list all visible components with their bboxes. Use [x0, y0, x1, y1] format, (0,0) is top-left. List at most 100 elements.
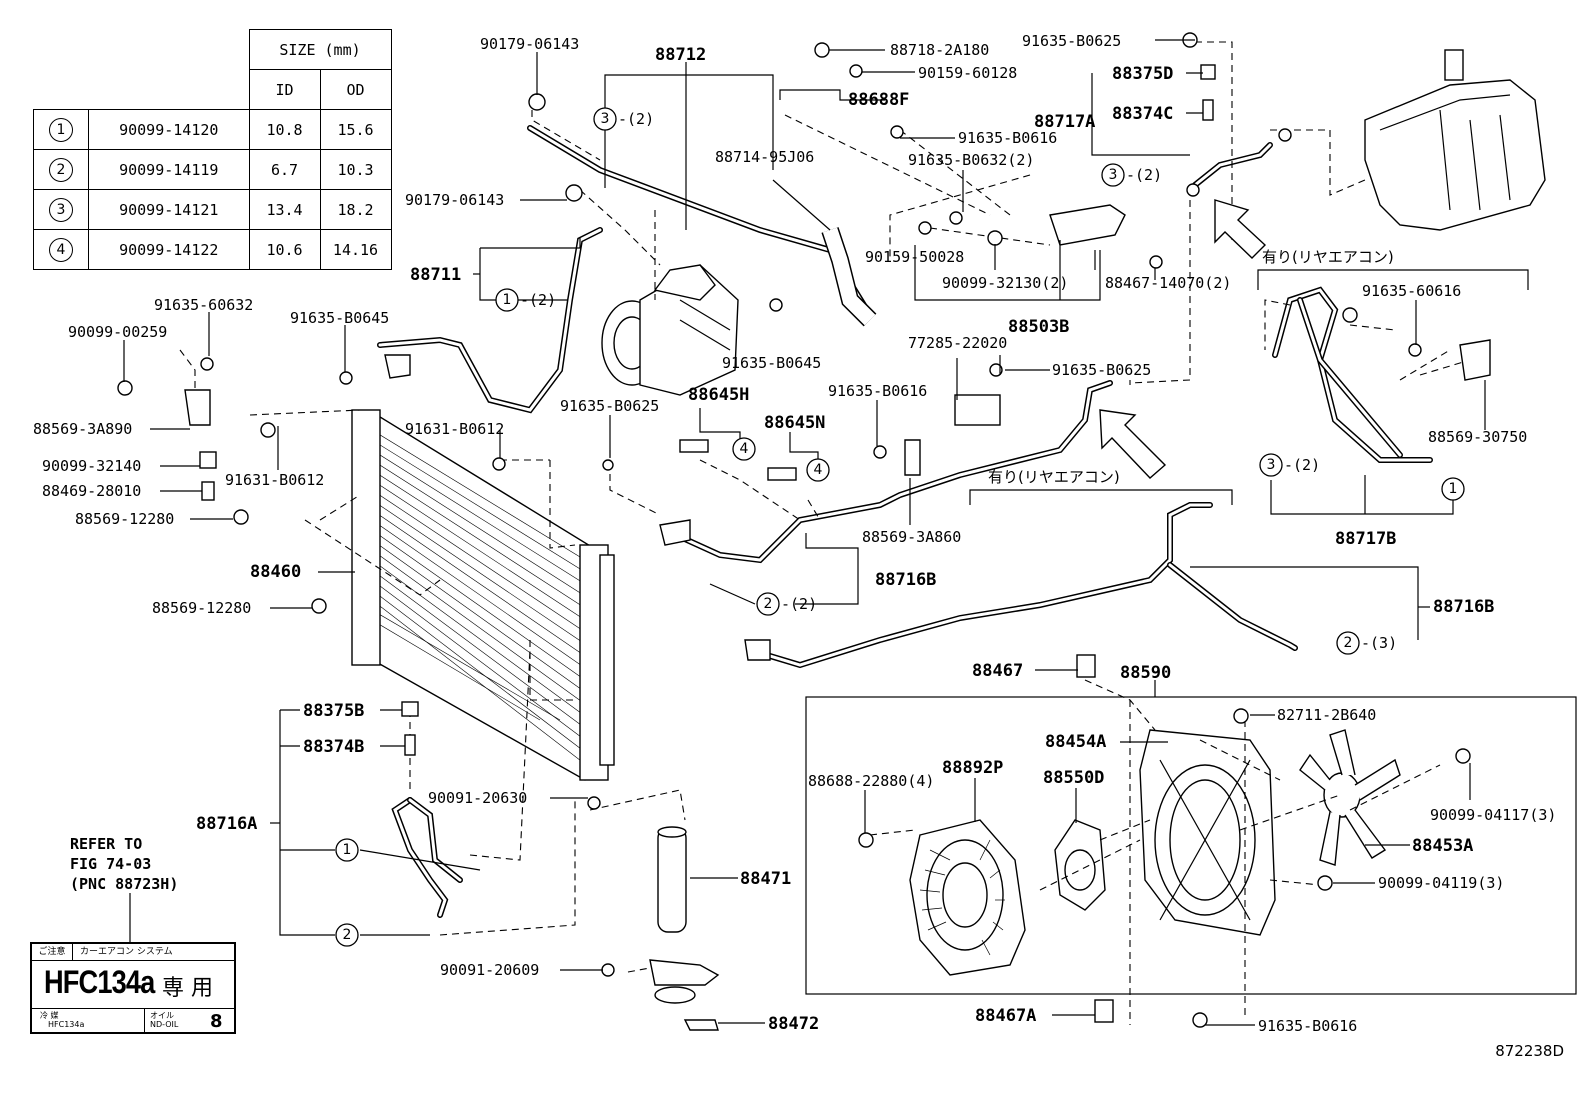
part-label: 88717B: [1335, 529, 1396, 549]
callout-number: 3: [601, 111, 610, 127]
id-header: ID: [248, 69, 321, 110]
row-number: 1: [49, 117, 73, 142]
part-label: 88569-3A860: [862, 528, 961, 546]
part-label: 91635-B0645: [722, 354, 821, 372]
part-label: 88374B: [303, 737, 364, 757]
evaporator-unit: [1364, 49, 1546, 231]
callout-4-88645h: 4: [732, 437, 756, 461]
svg-text:-(2): -(2): [618, 110, 654, 128]
part-label: 88467A: [975, 1006, 1036, 1026]
part-label: 91635-B0625: [1022, 32, 1121, 50]
part-label: 88716A: [196, 814, 257, 834]
svg-text:-(2): -(2): [781, 595, 817, 613]
part-label: 91635-B0616: [1258, 1017, 1357, 1035]
part-label: 88467-14070(2): [1105, 274, 1231, 292]
row-number: 3: [49, 197, 73, 222]
leader-lines: [123, 39, 1486, 1026]
inner-diameter: 10.6: [248, 229, 321, 270]
part-label: 90099-00259: [68, 323, 167, 341]
part-label: 88716B: [1433, 597, 1494, 617]
part-label: 90179-06143: [405, 191, 504, 209]
label-footer: 冷 媒 HFC134a オイル ND-OIL 8: [32, 1008, 234, 1033]
rear-ac-bracket-upper: [1257, 269, 1529, 290]
part-label: 88688F: [848, 90, 909, 110]
callout-1-88717b: 1: [1441, 477, 1465, 501]
part-label: 90099-04117(3): [1430, 806, 1556, 824]
part-label: 90091-20630: [428, 789, 527, 807]
rear-ac-note-upper: 有り(リヤエアコン): [1262, 248, 1394, 266]
part-label: 88892P: [942, 758, 1003, 778]
part-label: 90091-20609: [440, 961, 539, 979]
part-label: 88375B: [303, 701, 364, 721]
part-label: 90159-60128: [918, 64, 1017, 82]
part-number: 90099-14122: [88, 229, 250, 270]
inner-diameter: 6.7: [248, 149, 321, 190]
refer-line: FIG 74-03: [70, 855, 152, 873]
callout-2-88716a: 2: [335, 923, 359, 947]
table-row: 3 90099-14121 13.4 18.2: [33, 189, 392, 230]
outer-diameter: 10.3: [319, 149, 392, 190]
hoses: [377, 125, 1433, 918]
label-oil-value: ND-OIL: [150, 1020, 179, 1029]
part-label: 88711: [410, 265, 461, 285]
part-label: 88472: [768, 1014, 819, 1034]
svg-text:-(2): -(2): [520, 291, 556, 309]
fan-assembly-frame: [805, 696, 1577, 995]
callout-number: 4: [740, 441, 749, 457]
size-table: SIZE (mm) ID OD 1 90099-14120 10.8 15.6 …: [33, 29, 392, 270]
part-label: 90159-50028: [865, 248, 964, 266]
part-label: 91635-B0616: [828, 382, 927, 400]
label-exclusive: 専 用: [162, 976, 213, 1001]
callout-number: 2: [343, 927, 352, 943]
rear-ac-arrow-upper: [1214, 199, 1267, 259]
callout-1-88711: 1 -(2): [495, 288, 556, 312]
part-label: 88569-30750: [1428, 428, 1527, 446]
part-label: 90099-04119(3): [1378, 874, 1504, 892]
part-label: 88375D: [1112, 64, 1173, 84]
part-label: 90179-06143: [480, 35, 579, 53]
svg-text:-(3): -(3): [1361, 634, 1397, 652]
callout-4-88645n: 4: [806, 458, 830, 482]
callout-3-88717a: 3 -(2): [1101, 163, 1162, 187]
part-label: 91631-B0612: [225, 471, 324, 489]
part-label: 88569-12280: [152, 599, 251, 617]
callout-number: 2: [764, 596, 773, 612]
outer-diameter: 15.6: [319, 109, 392, 150]
part-label: 88717A: [1034, 112, 1095, 132]
part-label: 88550D: [1043, 768, 1104, 788]
size-header: SIZE (mm): [248, 29, 392, 70]
callout-number: 1: [343, 842, 352, 858]
refer-line: (PNC 88723H): [70, 875, 179, 893]
callout-2-88716b-upper: 2 -(2): [756, 592, 817, 616]
hardware: [117, 32, 1491, 1028]
outer-diameter: 18.2: [319, 189, 392, 230]
document-id: 872238D: [1495, 1042, 1564, 1060]
part-label: 91631-B0612: [405, 420, 504, 438]
label-oil-title: オイル: [150, 1011, 174, 1020]
condenser-fan: [909, 819, 1026, 976]
direction-arrows: [1099, 199, 1267, 479]
part-label: 90099-32130(2): [942, 274, 1068, 292]
part-label: 88471: [740, 869, 791, 889]
callout-3-upper-left: 3 -(2): [593, 107, 654, 131]
callout-2-88716b-right: 2 -(3): [1336, 631, 1397, 655]
inner-diameter: 13.4: [248, 189, 321, 230]
table-row: 2 90099-14119 6.7 10.3: [33, 149, 392, 190]
part-label: 91635-B0645: [290, 309, 389, 327]
part-label: 88374C: [1112, 104, 1173, 124]
callout-number: 1: [1449, 481, 1458, 497]
part-label: 88467: [972, 661, 1023, 681]
part-label: 88645H: [688, 385, 749, 405]
callout-number: 2: [1344, 635, 1353, 651]
rear-ac-arrow-lower: [1099, 409, 1167, 479]
part-label: 91635-B0625: [1052, 361, 1151, 379]
label-oil-number: 8: [210, 1011, 223, 1032]
part-label: 88590: [1120, 663, 1171, 683]
svg-text:-(2): -(2): [1284, 456, 1320, 474]
part-label: 88712: [655, 45, 706, 65]
part-label: 88503B: [1008, 317, 1069, 337]
label-system: カーエアコン システム: [80, 947, 173, 957]
part-label: 77285-22020: [908, 334, 1007, 352]
label-caution: ご注意: [32, 944, 73, 960]
refer-line: REFER TO: [70, 835, 143, 853]
